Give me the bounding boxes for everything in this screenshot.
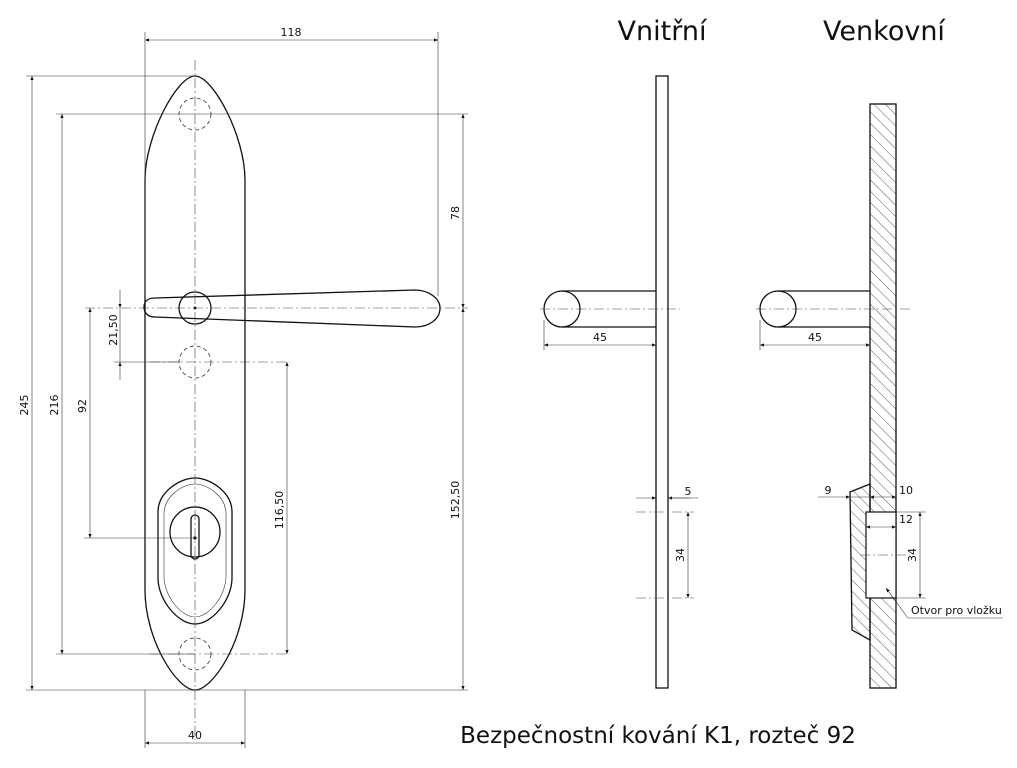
dim-inner-handle-projection: 45 [593, 331, 607, 344]
drawing-caption: Bezpečnostní kování K1, rozteč 92 [460, 723, 856, 749]
outer-handle-side [778, 290, 870, 328]
dim-handle-to-mid-hole: 21,50 [107, 314, 120, 346]
dim-hole-spacing: 216 [48, 395, 61, 416]
dim-handle-to-top-hole: 78 [449, 206, 462, 220]
cylinder-hole-note: Otvor pro vložku [911, 604, 1002, 617]
dim-outer-recess-left: 9 [825, 484, 832, 497]
inner-view-title: Vnitřní [618, 16, 708, 47]
dim-inner-cylinder-height: 34 [674, 548, 687, 562]
front-view: 118 245 216 92 21,50 116,50 78 152,50 40 [18, 26, 468, 748]
dim-cylinder-to-bottom-hole: 116,50 [273, 491, 286, 530]
dim-spacing: 92 [76, 399, 89, 413]
dim-plate-width: 40 [188, 729, 202, 742]
dim-outer-recess-right: 10 [899, 484, 913, 497]
dim-width-total: 118 [281, 26, 302, 39]
outer-cylinder-housing [849, 483, 871, 642]
outer-plate [869, 103, 897, 689]
inner-plate [655, 75, 669, 689]
dim-outer-cylinder-width: 12 [899, 513, 913, 526]
inner-side-view: Vnitřní 45 5 34 [540, 16, 708, 689]
dim-outer-handle-projection: 45 [808, 331, 822, 344]
cylinder-escutcheon-inner [163, 483, 227, 618]
handle-lever [143, 289, 441, 328]
dim-handle-to-bottom: 152,50 [449, 481, 462, 520]
outer-view-title: Venkovní [823, 16, 946, 47]
dim-height-total: 245 [18, 395, 31, 416]
outer-side-view: Venkovní 45 9 10 12 34 Otvor pro vložku [756, 16, 1003, 689]
dim-outer-cylinder-height: 34 [906, 548, 919, 562]
dim-inner-plate-thickness: 5 [685, 485, 692, 498]
inner-handle-side [562, 290, 656, 328]
